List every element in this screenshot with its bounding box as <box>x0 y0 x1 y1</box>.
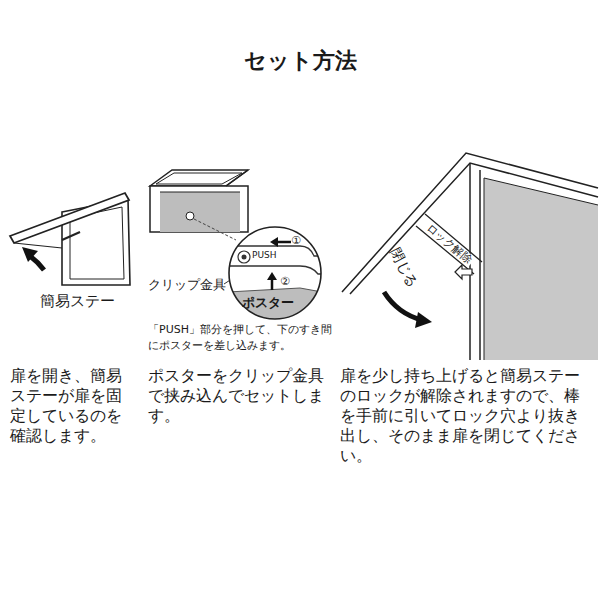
callout-number: PUSH <box>252 251 277 260</box>
callout-number: ② <box>280 276 290 287</box>
arrow-head <box>415 312 432 328</box>
part-label: ポスター <box>242 296 294 309</box>
open-arrow <box>30 256 44 270</box>
door-frame <box>342 153 598 360</box>
magnifier-circle: ① PUSH ② ポスター <box>228 226 322 320</box>
circle-outline <box>229 227 321 319</box>
close-arrow <box>384 292 422 320</box>
arrow-head <box>22 247 38 262</box>
callout-number: ① <box>291 235 301 246</box>
part-label: ロック解除 <box>423 220 476 267</box>
step-text: 扉を少し持ち上げると簡易ステーのロックが解除されますので、棒を手前に引いてロック… <box>340 366 592 466</box>
step-text: ポスターをクリップ金具で挟み込んでセットします。 <box>148 366 324 426</box>
part-label: クリップ金具 <box>148 276 226 294</box>
stay-bar <box>416 214 482 274</box>
step-text: 扉を開き、簡易ステーが扉を固定しているのを確認します。 <box>10 366 126 446</box>
page-title: セット方法 <box>0 46 600 76</box>
clip-detail <box>228 226 322 320</box>
leader-line <box>194 219 236 240</box>
part-label: 簡易ステー <box>40 292 115 311</box>
pull-arrow <box>455 265 472 279</box>
open-case <box>10 193 130 285</box>
action-label: 閉じる <box>387 246 420 290</box>
poster-case <box>150 170 248 232</box>
note-text: 「PUSH」部分を押して、下のすき間にポスターを差し込みます。 <box>148 322 340 354</box>
